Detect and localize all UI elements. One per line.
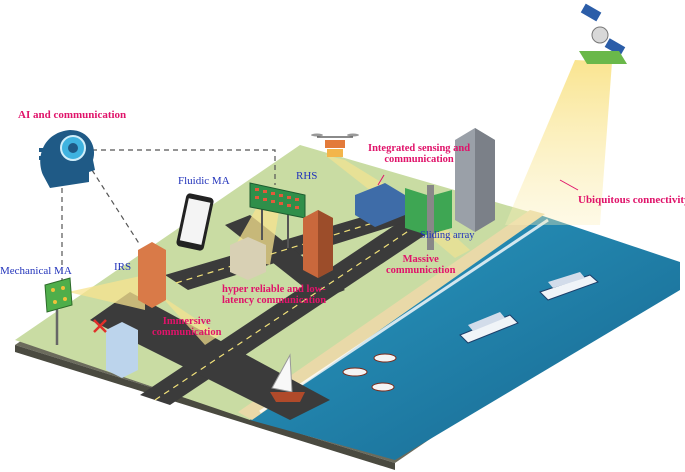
label-mechanical-ma: Mechanical MA	[0, 265, 72, 277]
label-sliding-array: Sliding array	[420, 230, 475, 241]
drone-icon	[311, 133, 359, 157]
sailboat-icon	[270, 353, 305, 402]
label-massive-communication: Massive communication	[386, 254, 455, 276]
label-fluidic-ma: Fluidic MA	[178, 175, 230, 187]
label-ai-and-communication: AI and communication	[18, 109, 127, 121]
mechanical-ma-antenna	[44, 277, 73, 345]
label-immersive: Immersive communication	[152, 316, 221, 338]
mechanical-ma-beam	[68, 275, 145, 310]
label-immersive-text: Immersive communication	[152, 316, 222, 339]
ai-head-icon	[39, 130, 95, 188]
ship-icon	[342, 272, 599, 392]
label-hyper-reliable-text: hyper reliable and low- latency communic…	[222, 284, 327, 307]
label-integrated-sensing: Integrated sensing and communication	[368, 143, 470, 165]
satellite-icon	[579, 3, 627, 64]
label-irs: IRS	[114, 261, 132, 273]
label-integrated-sensing-text: Integrated sensing and communication	[368, 143, 471, 166]
label-rhs: RHS	[296, 170, 318, 182]
label-massive-communication-text: Massive communication	[386, 254, 456, 277]
irs-beam	[160, 295, 220, 345]
smartphone-icon	[176, 193, 214, 251]
callout-lines	[377, 174, 579, 191]
blocked-link-icon	[93, 319, 107, 333]
network-links	[61, 149, 276, 280]
label-hyper-reliable: hyper reliable and low- latency communic…	[222, 284, 326, 306]
antenna-icon	[405, 185, 452, 250]
building-icon	[106, 128, 495, 378]
satellite-beam	[505, 60, 612, 225]
rhs-panel	[249, 182, 306, 248]
label-ubiquitous-connectivity: Ubiquitous connectivity	[578, 194, 685, 206]
